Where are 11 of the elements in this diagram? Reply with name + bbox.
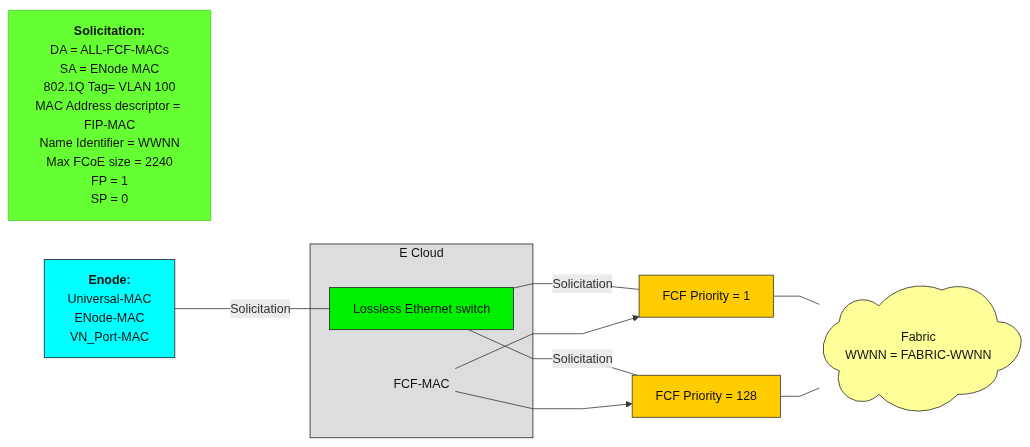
node-box: Enode: Universal-MAC ENode-MAC VN_Port-MAC xyxy=(44,258,176,358)
node-box: FCF Priority = 128 xyxy=(632,374,782,418)
edge-label: Solicitation xyxy=(552,351,613,365)
connector xyxy=(780,387,821,397)
node-box: Solicitation: DA = ALL-FCF-MACs SA = ENode MAC 802.1Q Tag= VLAN 100 MAC Address descriptor = FIP-MAC Name Identifier = WWNN Max FCoE size = 2240 FP = 1 SP = 0 xyxy=(8,9,212,221)
node-box: FCF Priority = 1 xyxy=(639,274,775,318)
edge-label: Solicitation xyxy=(230,301,291,315)
node-box: Lossless Ethernet switch xyxy=(329,286,515,330)
edge-label: Solicitation xyxy=(552,276,613,290)
node-text: FCF-MAC xyxy=(393,376,450,390)
connector xyxy=(773,295,821,305)
